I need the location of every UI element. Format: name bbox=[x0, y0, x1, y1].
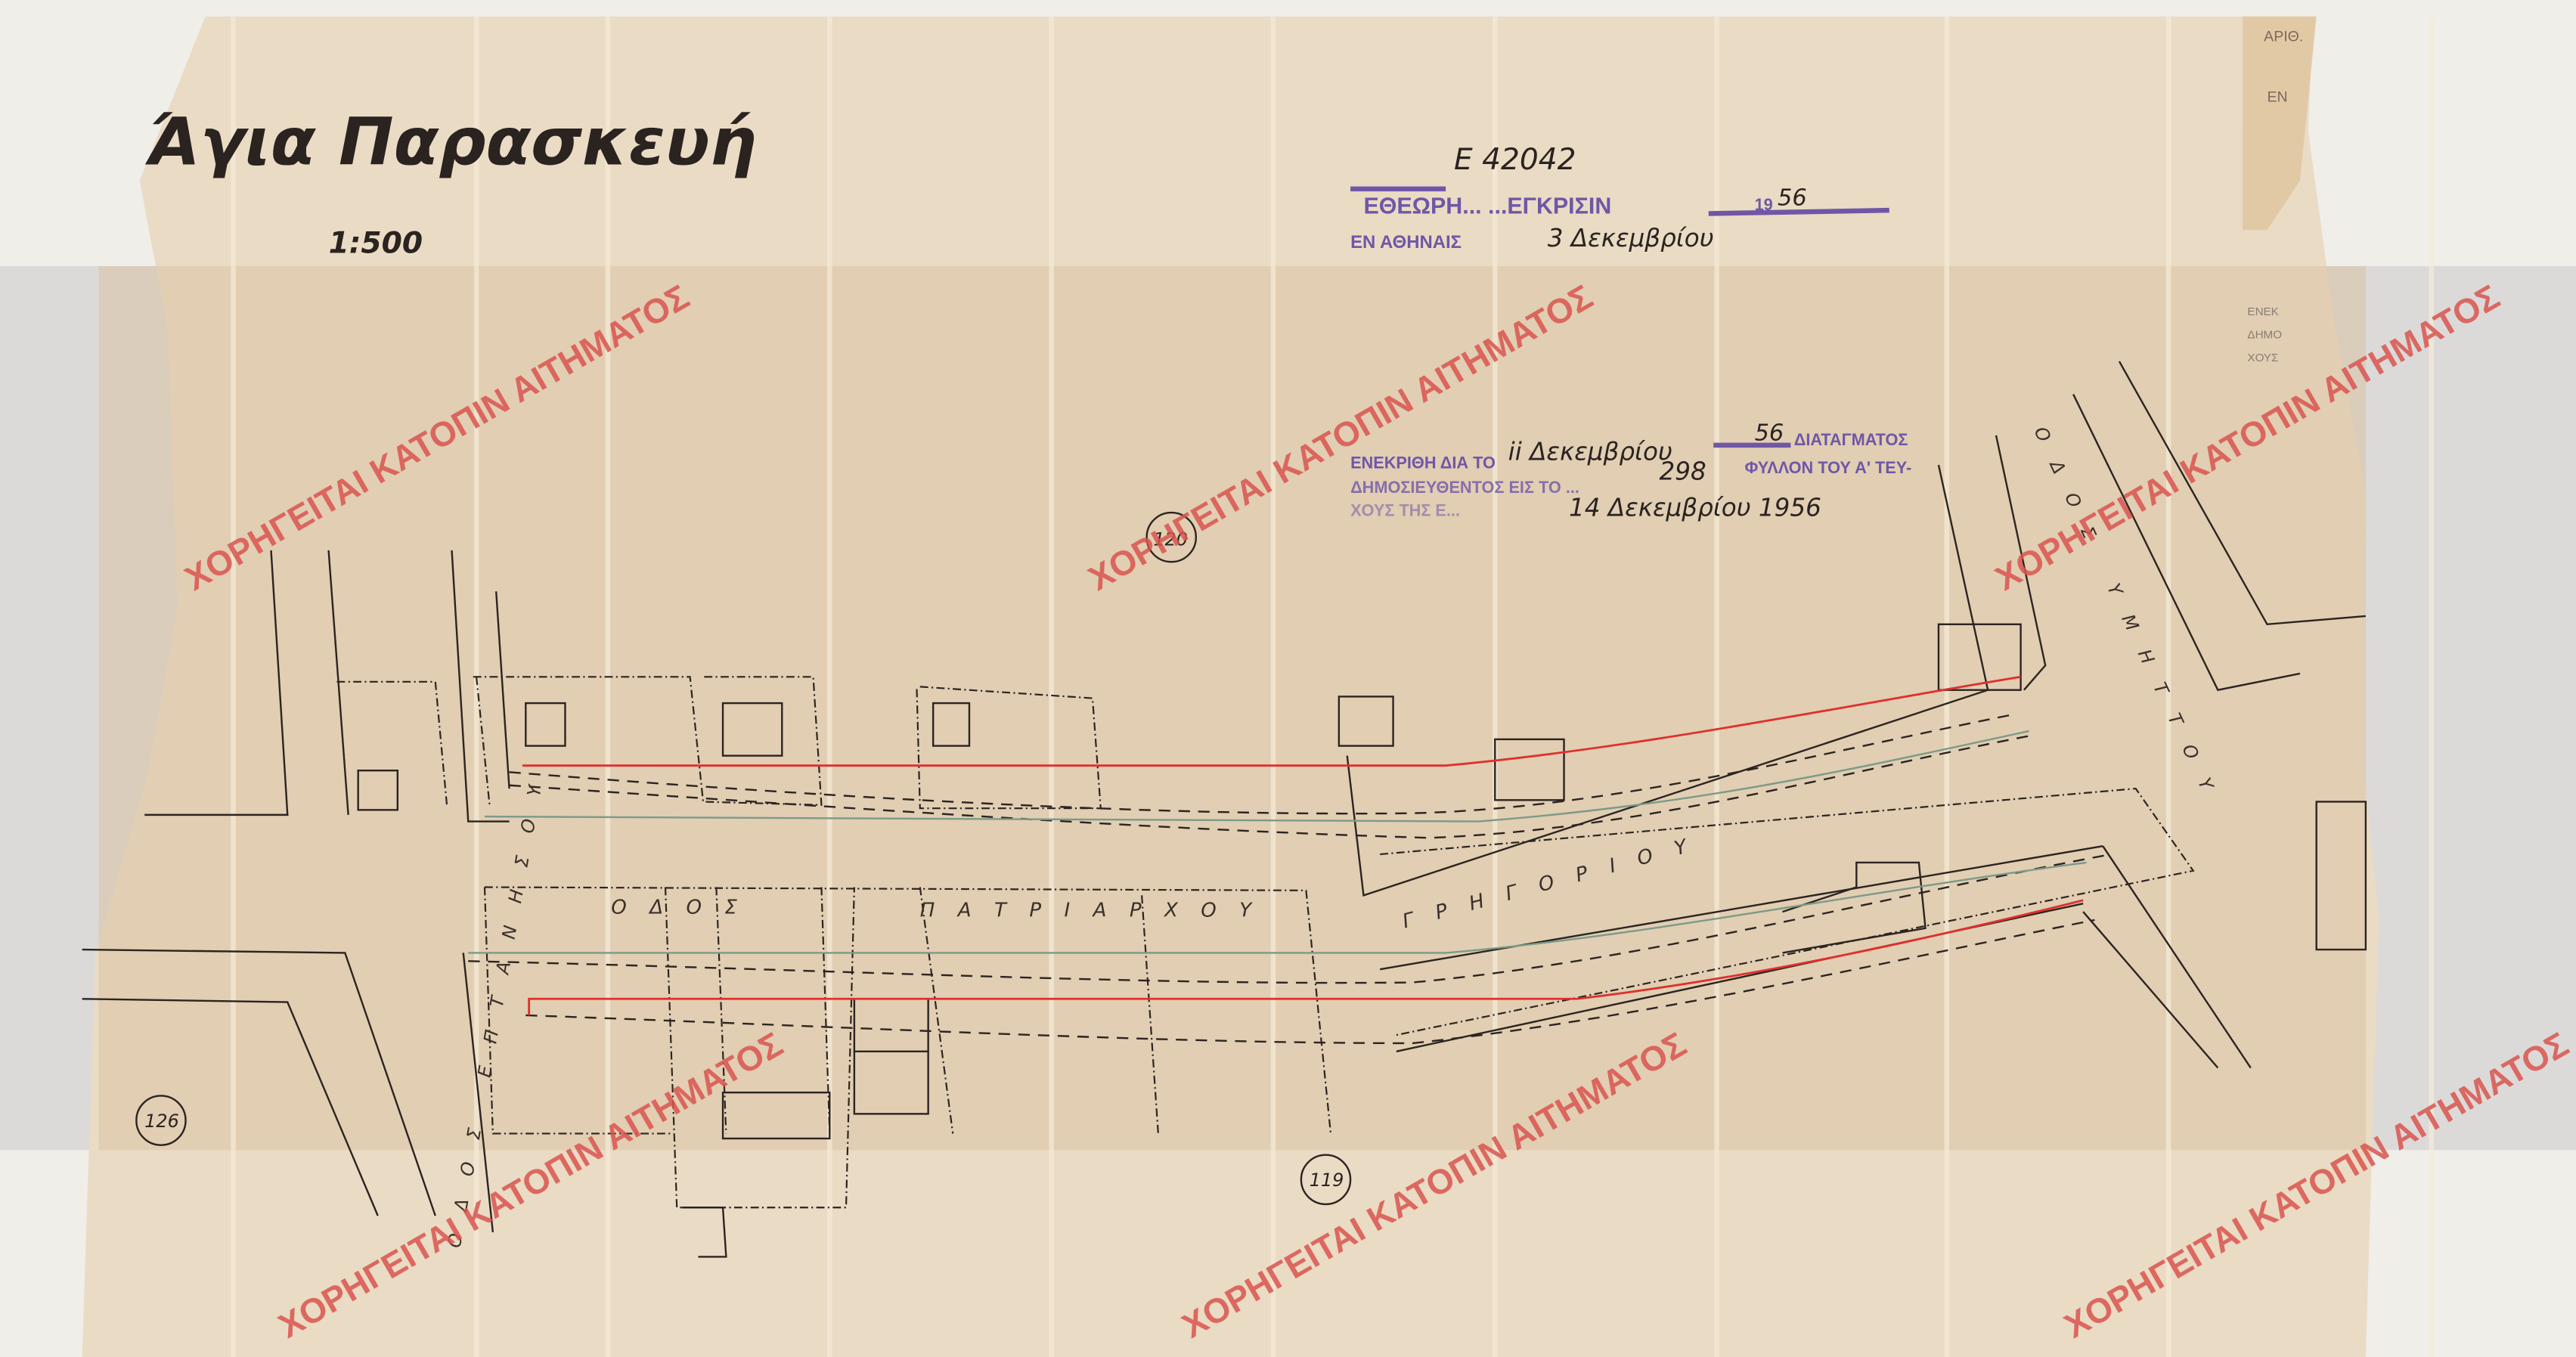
decree-line2-number: 298 bbox=[1660, 457, 1706, 486]
decree-line1-suffix: ΔΙΑΤΑΓΜΑΤΟΣ bbox=[1794, 430, 1908, 449]
decree-line1-prefix: ΕΝΕΚΡΙΘΗ ΔΙΑ ΤΟ bbox=[1350, 453, 1496, 472]
street-patriarchou-odos: ΟΔΟΣ bbox=[611, 896, 760, 919]
approval-stamp-line2: ΕΝ ΑΘΗΝΑΙΣ bbox=[1350, 232, 1462, 253]
top-right-fragment-2: ΕΝ bbox=[2268, 89, 2288, 106]
approved-alignment-lines bbox=[468, 675, 2087, 1015]
paper-tab bbox=[2242, 16, 2317, 231]
right-margin-fragment-3: ΧΟΥΣ bbox=[2247, 352, 2278, 364]
map-scale: 1:500 bbox=[329, 227, 423, 261]
decree-line2-suffix: ΦΥΛΛΟΝ ΤΟΥ Α' ΤΕΥ- bbox=[1745, 458, 1912, 477]
decree-stamp: ΕΝΕΚΡΙΘΗ ΔΙΑ ΤΟ ii Δεκεμβρίου 56 ΔΙΑΤΑΓΜ… bbox=[1350, 420, 1911, 522]
top-right-fragment-1: ΑΡΙΘ. bbox=[2264, 28, 2303, 45]
block-120: 120 bbox=[1145, 511, 1198, 563]
paper-band bbox=[98, 266, 2366, 1151]
approval-stamp-line1: ΕΘΕΩΡΗ... ...ΕΓΚΡΙΣΙΝ bbox=[1363, 194, 1611, 219]
right-margin-fragment-2: ΔΗΜΟ bbox=[2247, 329, 2282, 342]
map-title: Άγια Παρασκευή bbox=[145, 104, 757, 180]
block-120-label: 120 bbox=[1153, 528, 1188, 550]
block-119: 119 bbox=[1300, 1154, 1352, 1206]
approval-stamp: ΕΘΕΩΡΗ... ...ΕΓΚΡΙΣΙΝ ΕΝ ΑΘΗΝΑΙΣ 3 Δεκεμ… bbox=[1350, 185, 1889, 253]
decree-line2-prefix: ΔΗΜΟΣΙΕΥΘΕΝΤΟΣ ΕΙΣ ΤΟ ... bbox=[1350, 478, 1579, 497]
building-lines bbox=[468, 714, 2112, 1045]
approval-date: 3 Δεκεμβρίου bbox=[1548, 224, 1714, 253]
block-126-label: 126 bbox=[144, 1111, 179, 1132]
approval-year-prefix: 19 bbox=[1755, 195, 1773, 214]
decree-line1-year: 56 bbox=[1755, 420, 1784, 446]
reference-number: Ε 42042 bbox=[1454, 143, 1576, 177]
fold-lines bbox=[231, 16, 2435, 1357]
approval-year-suffix: 56 bbox=[1778, 185, 1807, 212]
block-119-label: 119 bbox=[1310, 1170, 1344, 1191]
decree-line3-date: 14 Δεκεμβρίου 1956 bbox=[1569, 493, 1821, 522]
block-126: 126 bbox=[135, 1095, 187, 1146]
decree-line1-date: ii Δεκεμβρίου bbox=[1508, 437, 1672, 466]
right-margin-fragment-1: ΕΝΕΚ bbox=[2247, 305, 2278, 318]
street-lines bbox=[82, 361, 2367, 1258]
street-patriarchou-name: ΠΑΤΡΙΑΡΧΟΥ bbox=[920, 900, 1275, 922]
decree-line3-prefix: ΧΟΥΣ ΤΗΣ Ε... bbox=[1350, 500, 1460, 519]
